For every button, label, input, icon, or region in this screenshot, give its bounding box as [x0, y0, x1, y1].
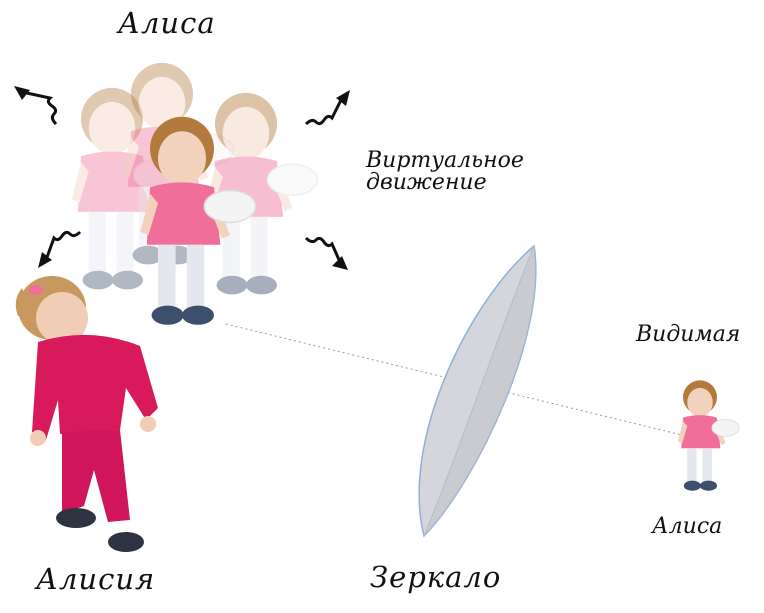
- label-visible: Видимая: [636, 322, 740, 347]
- wavy-arrow-icon: [38, 232, 80, 268]
- wavy-arrow-icon: [306, 238, 348, 270]
- wavy-arrow-icon: [14, 86, 56, 124]
- label-virtual-motion: Виртуальное движение: [366, 150, 524, 194]
- label-virtual-motion-line2: движение: [366, 172, 524, 194]
- label-mirror: Зеркало: [370, 560, 501, 594]
- mirror-shape: [419, 246, 536, 536]
- label-alicia: Алисия: [36, 562, 155, 596]
- label-alice-small: Алиса: [652, 514, 722, 539]
- virtual-alice-group: [72, 63, 318, 325]
- label-virtual-motion-line1: Виртуальное: [366, 150, 524, 172]
- wavy-arrow-icon: [306, 90, 350, 124]
- visible-alice-figure: [678, 380, 739, 491]
- alicia-figure: [16, 276, 158, 552]
- label-alice-top: Алиса: [118, 6, 216, 40]
